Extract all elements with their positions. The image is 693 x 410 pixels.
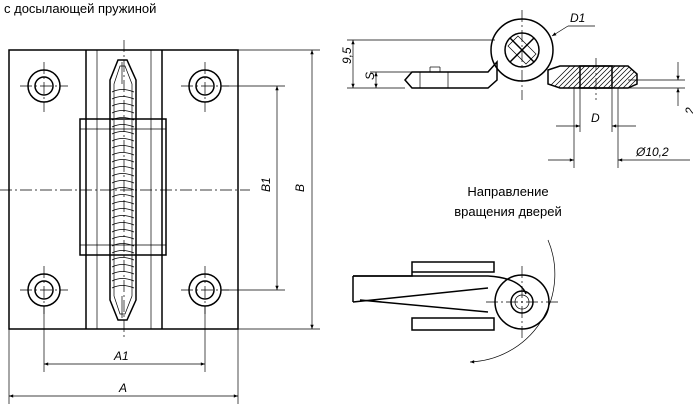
dim-label-dia: Ø10,2 [635,145,669,159]
section-hatch [548,66,571,88]
spring-coil [111,166,135,170]
section-hatch [597,66,621,88]
spring-coil [111,110,135,114]
rotation-detail-view [352,239,560,364]
spring-coil [111,208,135,212]
spring-coil [111,131,135,135]
section-hatch [638,66,660,88]
spring-coil [111,187,135,191]
spring-coil [111,257,135,261]
dim-label-b: B [293,184,307,192]
section-hatch [622,66,637,88]
section-hatch [557,66,581,88]
dim-label-height: 9,5 [340,47,354,64]
spring-coil [111,250,135,254]
dim-label-d1: D1 [570,11,585,25]
drawing-caption: с досылающей пружиной [4,1,157,16]
spring-coil [111,145,135,149]
section-hatch [562,66,586,88]
spring-coil [111,201,135,205]
rotation-arrow [469,239,556,364]
section-hatch [582,66,606,88]
section-hatch [612,66,636,88]
rotation-label-line1: Направление [467,184,549,199]
spring-coil [111,152,135,156]
rotation-label-line2: вращения дверей [454,204,562,219]
dim-label-b1: B1 [259,177,273,192]
spring-coil [111,194,135,198]
spring-coil [111,215,135,219]
section-hatch [567,66,591,88]
dim-label-s: S [363,72,377,80]
dim-label-thickness: 2 [683,107,693,115]
section-hatch [552,66,576,88]
hinge-plate-outline [8,49,239,330]
spring-element [109,59,137,321]
spring-coil [111,103,135,107]
spring-coil [111,278,135,282]
spring-coil [111,285,135,289]
dim-label-d: D [591,111,600,125]
spring-coil [111,138,135,142]
spring-coil [111,229,135,233]
section-hatch [587,66,611,88]
dim-label-a: A [118,381,127,395]
section-hatch [602,66,626,88]
spring-coil [111,264,135,268]
section-hatch [627,66,637,88]
spring-coil [111,180,135,184]
spring-coil [111,89,135,93]
spring-coil [111,96,135,100]
spring-coil [111,222,135,226]
spring-coil [111,271,135,275]
spring-coil [111,117,135,121]
spring-coil [111,173,135,177]
spring-coil [111,236,135,240]
spring-coil [111,159,135,163]
dim-label-a1: A1 [113,349,129,363]
section-hatch [572,66,596,88]
spring-coil [111,243,135,247]
knuckle-band [79,118,167,256]
side-view: 9,5 S D1 D 2 Ø10,2 [340,10,693,168]
front-view: B1 B A1 A [0,40,320,404]
spring-coil [111,124,135,128]
